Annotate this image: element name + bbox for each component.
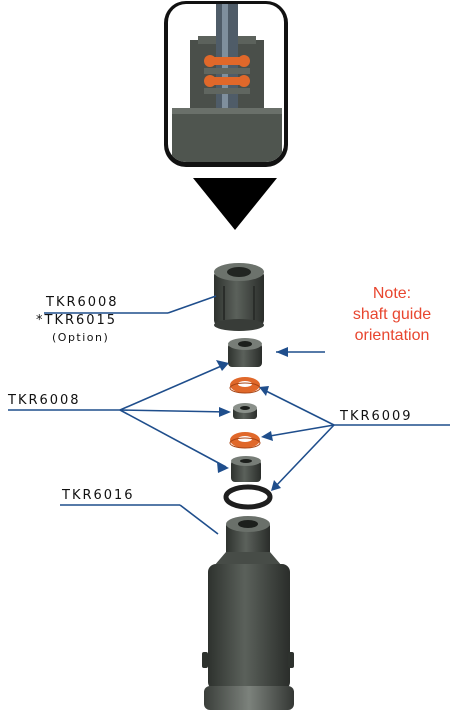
note-line-2: shaft guide <box>352 306 432 323</box>
cap-part <box>214 263 264 331</box>
o-ring-orange-2 <box>229 432 261 449</box>
leader-lines <box>8 295 450 535</box>
guide-washer <box>233 403 257 419</box>
note-line-1: Note: <box>372 285 412 302</box>
note-line-3: orientation <box>354 327 430 344</box>
cross-section-inset <box>164 1 288 167</box>
arrow-heads <box>216 347 288 491</box>
ring-part-label: TKR6009 <box>340 409 413 424</box>
body-part <box>202 516 294 710</box>
o-ring-black <box>223 484 273 510</box>
body-part-label: TKR6016 <box>62 488 135 503</box>
pointer-triangle <box>193 178 277 230</box>
orientation-note: Note: shaft guide orientation <box>335 283 449 346</box>
section-o-ring-upper <box>204 55 250 67</box>
cap-option-part-label: *TKR6015 <box>36 313 118 328</box>
o-ring-orange-1 <box>229 377 261 394</box>
shaft-guide-bottom <box>231 456 261 482</box>
shaft-guide-top <box>228 338 262 367</box>
cap-part-label: TKR6008 <box>46 295 119 310</box>
cap-option-tag: (Option) <box>52 331 110 344</box>
guide-part-label: TKR6008 <box>8 393 81 408</box>
section-o-ring-lower <box>204 75 250 87</box>
